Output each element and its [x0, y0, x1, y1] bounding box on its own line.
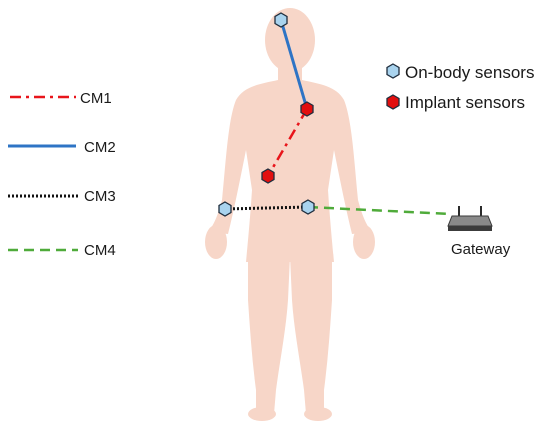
- sensor-legend: On-body sensors Implant sensors: [386, 63, 534, 112]
- gateway-label: Gateway: [451, 241, 511, 258]
- cm4-link-waist-gateway: [307, 205, 451, 216]
- body-right-leg: [290, 256, 332, 416]
- cm2-link-head-chest: [279, 19, 309, 110]
- on-body-sensor-legend-label: On-body sensors: [405, 63, 534, 82]
- implant-sensor-abdomen: [261, 168, 275, 184]
- on-body-sensor-head: [274, 12, 288, 28]
- cm3-legend-label: CM3: [84, 188, 116, 205]
- body-left-hand: [205, 225, 227, 259]
- implant-sensor-legend-label: Implant sensors: [405, 93, 525, 112]
- body-left-leg: [248, 256, 290, 416]
- router-top-icon: [447, 215, 493, 227]
- cm2-legend-label: CM2: [84, 139, 116, 156]
- implant-sensor-legend-icon: [386, 94, 400, 110]
- body-right-foot: [304, 407, 332, 421]
- cm1-legend-label: CM1: [80, 90, 112, 107]
- sensors: [218, 12, 315, 217]
- on-body-sensor-legend-icon: [386, 63, 400, 79]
- on-body-sensor-waist: [301, 199, 315, 215]
- on-body-sensor-wrist: [218, 201, 232, 217]
- cm3-link-wrist-waist: [224, 205, 309, 211]
- router-base-icon: [448, 226, 492, 231]
- cm1-link-chest-abdomen: [266, 108, 309, 177]
- gateway-router-icon: [447, 206, 493, 231]
- body-left-foot: [248, 407, 276, 421]
- human-body-silhouette: [205, 8, 375, 421]
- body-right-hand: [353, 225, 375, 259]
- body-torso-arms: [208, 80, 372, 262]
- cm4-legend-label: CM4: [84, 242, 116, 259]
- link-legend: CM1 CM2 CM3 CM4: [8, 90, 116, 259]
- implant-sensor-chest: [300, 101, 314, 117]
- body-head: [265, 8, 315, 72]
